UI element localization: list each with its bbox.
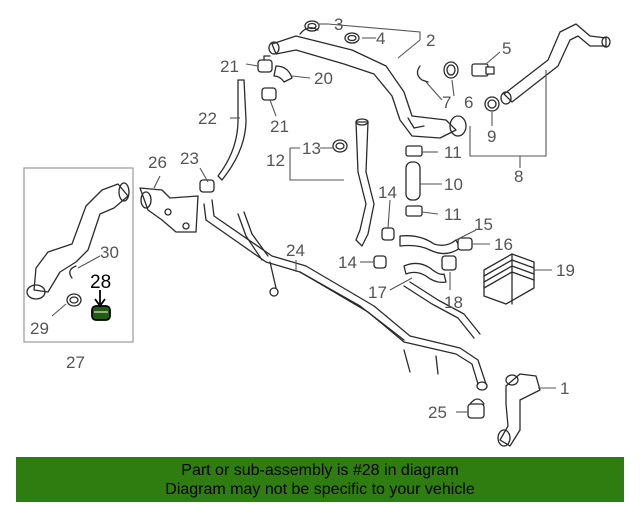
callout-1: 1 xyxy=(560,379,569,398)
pipe-24 xyxy=(203,199,488,391)
callout-6: 6 xyxy=(464,93,473,112)
callout-10: 10 xyxy=(444,175,463,194)
hose-kit-27 xyxy=(26,182,130,300)
callout-27: 27 xyxy=(66,353,85,372)
callout-2: 2 xyxy=(426,31,435,50)
clip-30 xyxy=(69,265,77,279)
clamp-11-bottom xyxy=(405,205,423,217)
pipe-12 xyxy=(355,118,375,247)
callout-16: 16 xyxy=(494,235,513,254)
hose-15 xyxy=(399,235,461,255)
hose-17 xyxy=(403,262,447,284)
callout-24: 24 xyxy=(286,241,305,260)
clamp-14-bottom xyxy=(373,255,387,269)
callout-30: 30 xyxy=(100,243,119,262)
clamp-21-lower xyxy=(261,87,277,101)
callout-labels: 1 2 3 4 5 6 7 8 9 10 11 11 12 13 14 14 1… xyxy=(30,15,575,422)
callout-9: 9 xyxy=(487,127,496,146)
clip-7 xyxy=(416,65,429,83)
hose-8 xyxy=(500,23,611,105)
clamp-18 xyxy=(441,255,457,271)
callout-12: 12 xyxy=(266,151,285,170)
callout-15: 15 xyxy=(474,215,493,234)
o-ring-4 xyxy=(344,32,360,44)
callout-17: 17 xyxy=(368,283,387,302)
callout-5: 5 xyxy=(502,39,511,58)
sensor-5 xyxy=(471,63,495,77)
hose-20 xyxy=(273,65,293,83)
callout-18: 18 xyxy=(444,293,463,312)
oil-cooler-19 xyxy=(483,253,535,305)
callout-3: 3 xyxy=(334,15,343,34)
o-ring-29 xyxy=(66,293,82,307)
hose-22 xyxy=(217,79,247,181)
callout-4: 4 xyxy=(376,29,385,48)
callout-11-top: 11 xyxy=(444,143,462,162)
clamp-23 xyxy=(199,179,215,193)
info-banner: Part or sub-assembly is #28 in diagram D… xyxy=(16,457,624,502)
o-ring-6 xyxy=(443,61,459,79)
callout-14-top: 14 xyxy=(378,183,397,202)
callout-19: 19 xyxy=(556,261,575,280)
callout-23: 23 xyxy=(180,149,199,168)
leader-lines xyxy=(51,23,556,413)
callout-14-bottom: 14 xyxy=(338,253,357,272)
callout-21-top: 21 xyxy=(220,57,239,76)
clamp-11-top xyxy=(405,145,423,157)
callout-22: 22 xyxy=(198,109,217,128)
clamp-16 xyxy=(457,237,473,251)
callout-8: 8 xyxy=(514,167,523,186)
callout-26: 26 xyxy=(148,153,167,172)
banner-line-2: Diagram may not be specific to your vehi… xyxy=(165,481,475,498)
o-ring-3 xyxy=(304,20,320,32)
banner-line-1: Part or sub-assembly is #28 in diagram xyxy=(181,462,459,479)
callout-13: 13 xyxy=(302,139,321,158)
hose-1 xyxy=(497,373,541,447)
highlighted-part-28 xyxy=(91,305,111,321)
o-ring-9 xyxy=(484,96,500,112)
kit-27-box xyxy=(23,167,134,343)
callout-28-highlighted: 28 xyxy=(90,272,111,293)
hose-10 xyxy=(405,161,421,201)
callout-29: 29 xyxy=(30,319,49,338)
callout-21-lower: 21 xyxy=(270,117,289,136)
callout-25: 25 xyxy=(428,403,447,422)
ring-13 xyxy=(332,139,348,153)
clamp-14-top xyxy=(381,227,395,241)
bracket-26 xyxy=(139,187,199,233)
callout-20: 20 xyxy=(314,69,333,88)
callout-11-bottom: 11 xyxy=(444,205,462,224)
clamp-21-top xyxy=(257,55,273,73)
callout-7: 7 xyxy=(442,93,451,112)
clamp-25 xyxy=(467,398,485,419)
